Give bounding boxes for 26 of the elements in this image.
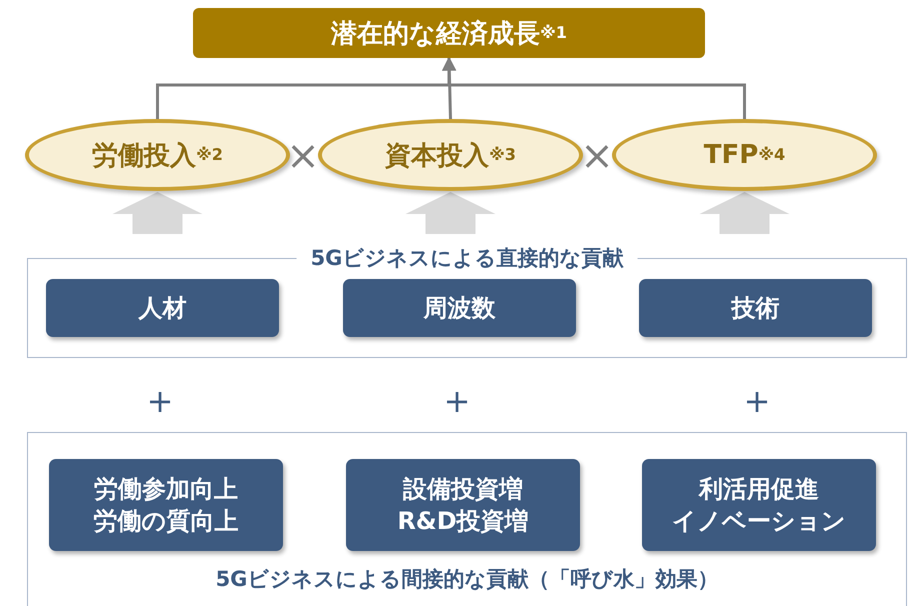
operator-sign: + xyxy=(444,385,470,417)
contribution-box xyxy=(642,459,876,551)
box-label: 労働参加向上 xyxy=(94,474,238,505)
operator-sign: + xyxy=(744,385,770,417)
contribution-box xyxy=(346,459,580,551)
contribution-box: 人材 xyxy=(46,279,279,337)
block-arrow xyxy=(406,192,496,234)
arrow xyxy=(442,56,746,119)
contribution-box: 周波数 xyxy=(343,279,576,337)
result-box: 潜在的な経済成長$^{※1}$ xyxy=(193,8,705,58)
block-arrow xyxy=(700,192,790,234)
contribution-box xyxy=(49,459,283,551)
group-frame xyxy=(27,432,907,606)
box-label: 設備投資増 xyxy=(403,474,523,505)
operator-sign: × xyxy=(580,136,614,176)
box-label: 労働の質向上 xyxy=(94,506,238,537)
box-label: R&D投資増 xyxy=(397,506,529,537)
contribution-box: 技術 xyxy=(639,279,872,337)
operator-sign: + xyxy=(146,385,174,417)
box-label: 利活用促進 xyxy=(699,474,819,505)
factor-ellipse: 労働投入$^{※2}$ xyxy=(25,119,290,191)
box-label: イノベーション xyxy=(672,506,846,537)
group-title: 5Gビジネスによる直接的な貢献 xyxy=(296,246,638,270)
factor-ellipse: TFP$^{※4}$ xyxy=(612,119,877,191)
factor-ellipse: 資本投入$^{※3}$ xyxy=(318,119,583,191)
block-arrow xyxy=(112,192,202,234)
